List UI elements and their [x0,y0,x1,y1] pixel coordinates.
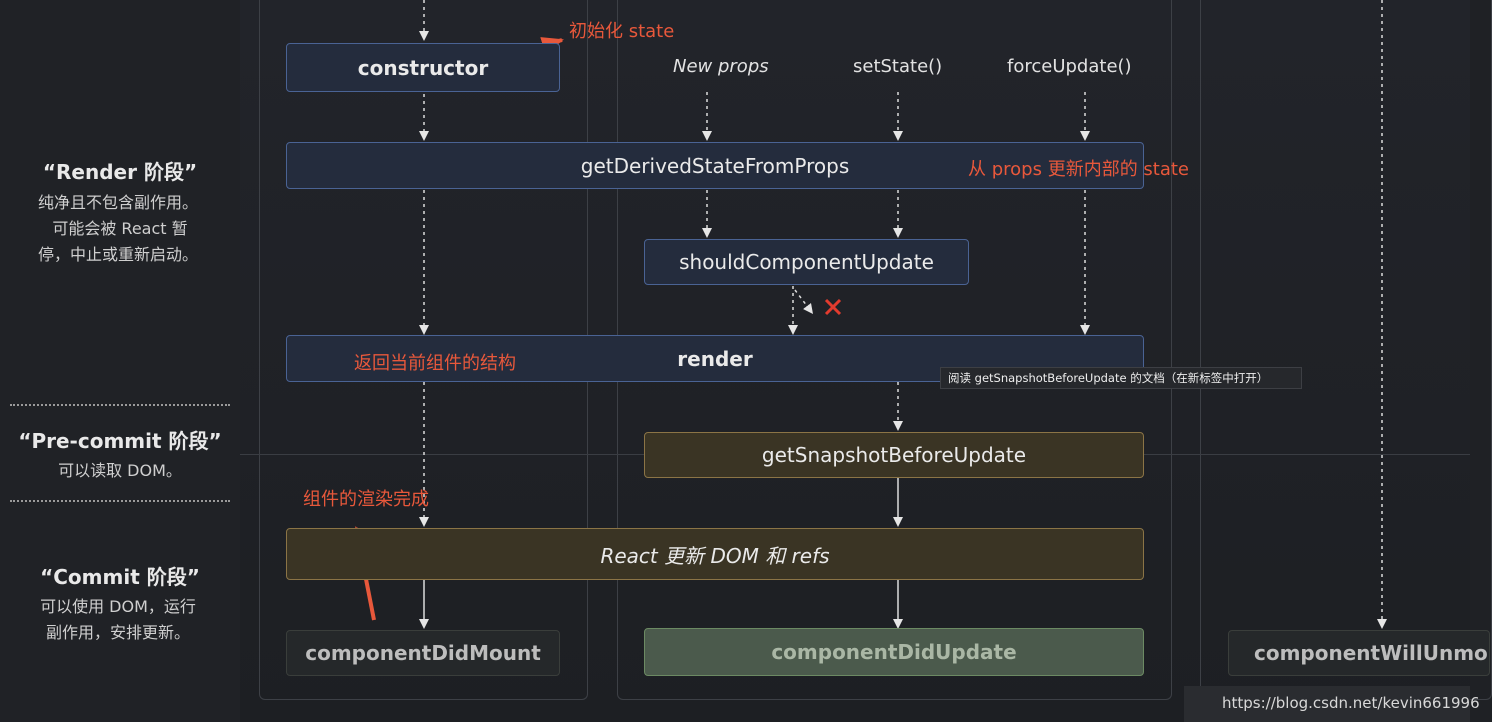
render-phase-title: “Render 阶段” [42,160,198,184]
phase-separator-1 [10,404,230,406]
note-return-structure: 返回当前组件的结构 [354,353,516,374]
commit-phase-desc-1: 可以使用 DOM，运行 [40,597,196,616]
get-snapshot-box[interactable]: getSnapshotBeforeUpdate [644,432,1144,478]
precommit-phase-title: “Pre-commit 阶段” [18,429,222,453]
should-component-update-box[interactable]: shouldComponentUpdate [644,239,969,285]
trigger-new-props: New props [673,56,769,77]
commit-phase-title: “Commit 阶段” [40,565,200,589]
watermark-url: https://blog.csdn.net/kevin661996 [1222,694,1480,712]
render-phase-desc-2: 可能会被 React 暂 [52,219,188,238]
note-init-state: 初始化 state [569,21,675,42]
trigger-set-state: setState() [853,56,943,77]
watermark-bar [1184,686,1470,722]
snapshot-doc-tooltip: 阅读 getSnapshotBeforeUpdate 的文档（在新标签中打开） [940,367,1302,389]
precommit-phase-desc: 可以读取 DOM。 [58,461,182,480]
render-phase-desc-3: 停，中止或重新启动。 [37,245,198,264]
commit-phase-desc-2: 副作用，安排更新。 [45,623,190,642]
constructor-box[interactable]: constructor [286,43,560,92]
note-render-done: 组件的渲染完成 [303,489,429,510]
phase-separator-2 [10,500,230,502]
component-did-update-box[interactable]: componentDidUpdate [644,628,1144,676]
phase-sidebar [0,0,240,722]
get-derived-state-box[interactable]: getDerivedStateFromProps [286,142,1144,189]
component-did-mount-box[interactable]: componentDidMount [286,630,560,676]
trigger-force-update: forceUpdate() [1007,56,1132,77]
react-update-dom-box: React 更新 DOM 和 refs [286,528,1144,580]
render-phase-desc-1: 纯净且不包含副作用。 [37,193,198,212]
note-from-props: 从 props 更新内部的 state [968,159,1190,180]
cancel-x-icon [824,298,842,316]
component-will-unmount-box[interactable]: componentWillUnmo [1228,630,1490,676]
